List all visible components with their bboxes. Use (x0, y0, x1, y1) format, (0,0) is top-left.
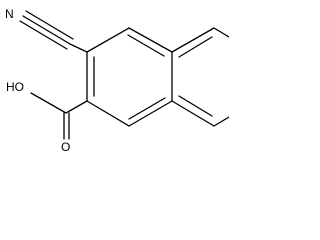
carbonyl-oxygen-label: O (61, 140, 70, 154)
nitrogen-label: N (5, 7, 14, 21)
ring-bond (171, 100, 215, 127)
structure-diagram: N HO O (5, 7, 229, 154)
ring-double-bond (128, 97, 166, 120)
hydroxyl-bond (30, 92, 67, 114)
ring-bond (86, 27, 130, 53)
nitrile-triple-bond (25, 10, 74, 40)
ring-double-bond (127, 34, 165, 57)
ring-bond (213, 27, 229, 38)
nitrile-triple-bond (22, 15, 71, 45)
ring-bond (128, 27, 173, 53)
ring-double-bond (178, 95, 213, 117)
nitrile-triple-bond (19, 20, 68, 50)
ring-bond (171, 27, 215, 53)
ring-to-carboxyl-bond (65, 100, 88, 114)
ring-double-bond (178, 36, 213, 58)
ring-bond (128, 100, 173, 127)
ring-to-nitrile-bond (69, 43, 88, 53)
hydroxyl-label: HO (6, 80, 24, 94)
ring-bond (213, 116, 229, 127)
ring-bond (86, 100, 130, 127)
bonds (19, 10, 229, 140)
molecule-canvas: N HO O (0, 0, 229, 156)
